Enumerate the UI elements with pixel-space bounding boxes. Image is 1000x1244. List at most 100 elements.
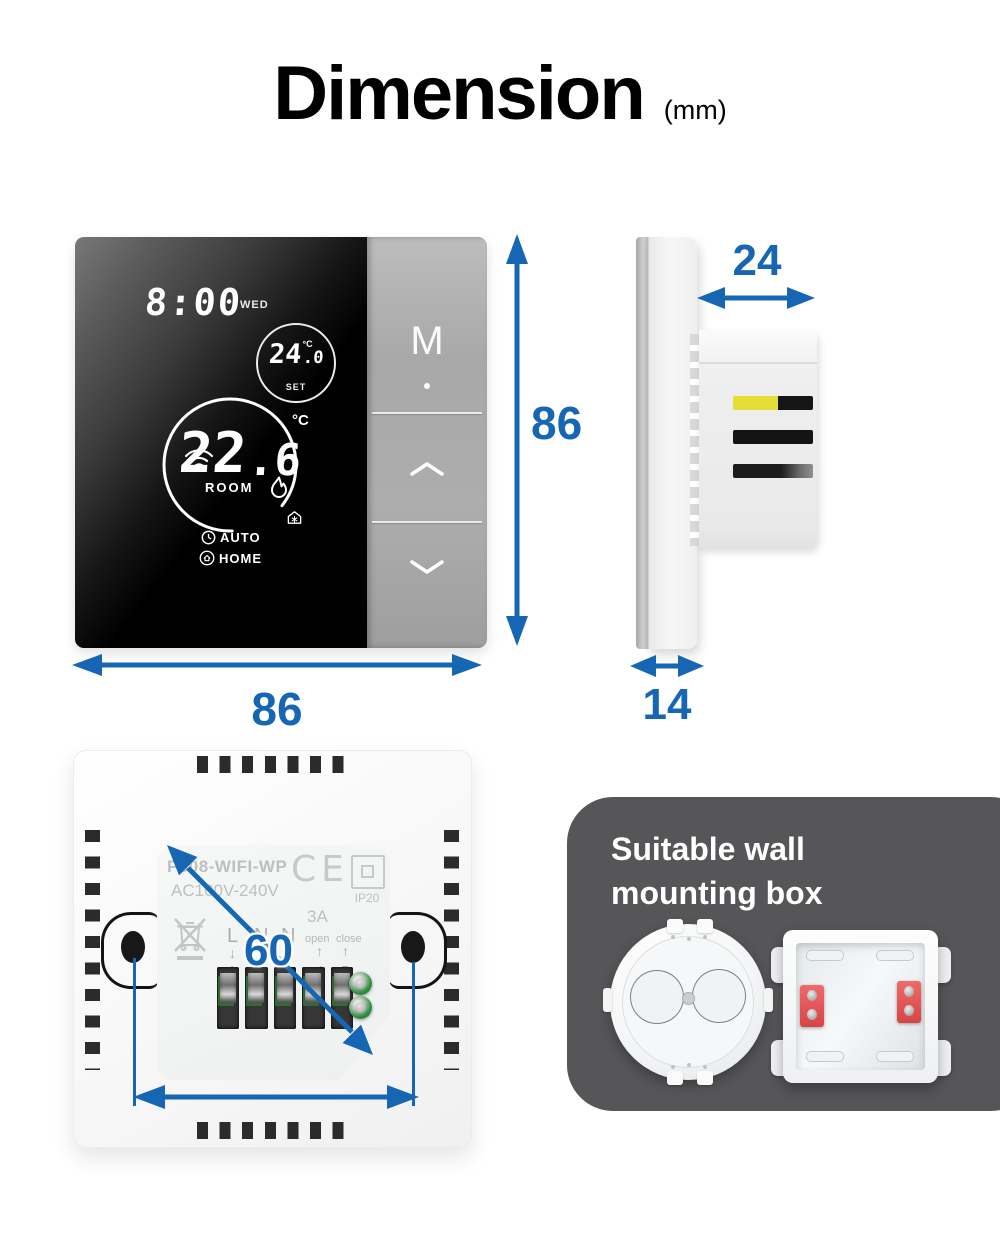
terminal-label-open: open [305,933,330,945]
terminal-arrow-down: ↓ [229,945,236,961]
side-view-glass-edge [636,237,648,649]
measure-line-left [133,958,136,1106]
side-view-back-box [699,330,817,548]
knockout-hole [692,969,746,1023]
screw-tab-left [800,985,824,1027]
ip-rating-label: IP20 [354,891,380,905]
square-box-corner-slot [876,950,914,961]
home-mode-label: HOME [219,550,262,566]
mounting-hole-left [121,931,145,963]
terminal-screw [248,973,265,1003]
mounting-hole-right [401,931,425,963]
terminal-label-n2: N [281,925,296,947]
width-dimension-arrow [72,654,482,676]
thickness-dimension-label: 14 [642,680,692,729]
room-temp-ring [162,397,298,533]
set-temp-unit: °C [302,339,313,349]
ground-screw [349,972,372,995]
chevron-down-icon [410,560,444,574]
measure-line-right [412,962,415,1106]
clock-icon [201,530,216,545]
round-box-screw-dot [703,1065,707,1069]
weee-icon [174,918,206,960]
mounting-ear-left [101,912,159,989]
square-box-bump [937,1040,951,1076]
tab-screw [807,990,817,1001]
vent-slots-left [85,830,100,1070]
terminal-screw [220,973,236,1003]
key-divider [372,521,482,523]
home-mode-row: HOME [199,550,262,566]
round-box-screw-dot [671,935,675,939]
room-temp-label: ROOM [205,480,254,495]
tab-screw [904,986,914,997]
flame-icon [271,476,287,498]
room-temp-unit: °C [292,412,309,429]
back-box-vent-slot [733,430,813,444]
voltage-rating: AC100V-240V [171,881,279,900]
mode-button-label: M [410,319,444,363]
round-box-tab [667,919,683,933]
terminal-label-l: L [227,925,239,947]
round-box-tab [697,1071,713,1085]
set-temp-value: 24°C.0 [258,339,334,370]
square-box-corner-slot [876,1051,914,1062]
terminal-slot [217,967,240,1029]
square-box-bump [937,947,951,983]
round-box-center-hole [682,992,695,1005]
terminal-slot [245,967,268,1029]
vent-slots-top [197,756,349,773]
set-temp-main: 24 [267,339,303,370]
vent-slots-bottom [197,1122,349,1139]
height-dimension-arrow [506,234,528,646]
touch-key-panel: M [367,237,487,648]
back-box-vent-slot [733,464,813,478]
ip-rating-inner-square [361,865,374,878]
square-box-bump [771,947,785,983]
tab-screw [807,1009,817,1020]
depth-dimension-label: 24 [732,236,782,285]
square-box-corner-slot [806,1051,844,1062]
square-box-corner-slot [806,950,844,961]
terminal-arrow-up: ↑ [342,943,349,959]
auto-mode-row: AUTO [201,530,261,545]
auto-mode-label: AUTO [220,530,261,545]
thermostat-front-view: 8:00 WED 24°C.0 SET 22 .6 [75,237,487,648]
chevron-up-icon [410,462,444,476]
tab-screw [904,1005,914,1016]
mounting-box-panel: Suitable wall mounting box [567,797,1000,1111]
home-icon [199,550,215,566]
round-box-side-tab [603,988,612,1012]
set-temp-circle: 24°C.0 SET [256,323,336,403]
ip-rating-symbol [351,855,385,889]
side-view-clips [690,334,699,546]
mounting-box-title: Suitable wall mounting box [611,827,823,915]
terminal-arrow-up: ↑ [316,943,323,959]
terminal-label-close: close [336,933,362,945]
terminal-slot [273,967,297,1029]
back-box-bevel [699,362,817,364]
round-box-tab [667,1071,683,1085]
square-box-cavity [796,943,925,1070]
back-box-vent-slot [733,396,813,410]
side-view-front-panel [648,237,697,649]
key-divider [372,412,482,414]
set-temp-dec: .0 [301,348,324,368]
mounting-box-title-line1: Suitable wall [611,831,805,867]
round-box-screw-dot [687,1063,691,1067]
round-box-tab [697,919,713,933]
ce-mark: CE [291,849,349,890]
spacing-diagonal-arrow [167,845,373,1055]
round-mounting-box [603,919,773,1085]
thermostat-screen: 8:00 WED 24°C.0 SET 22 .6 [75,237,367,648]
round-box-screw-dot [687,937,691,941]
spacing-dimension-label: 60 [244,926,293,975]
spacing-dimension-arrow [133,1085,419,1109]
width-dimension-label: 86 [251,683,303,735]
set-temp-label: SET [285,382,307,392]
wifi-icon [184,449,214,471]
display-time: 8:00 [143,281,244,324]
title-unit: (mm) [663,95,727,125]
depth-dimension-arrow [697,287,815,309]
